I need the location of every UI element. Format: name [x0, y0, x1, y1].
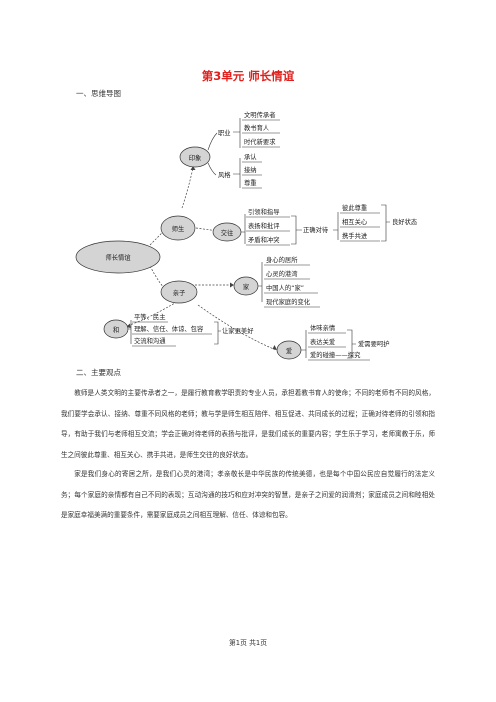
teacher-node-label: 师生: [172, 224, 185, 233]
interaction-item-2: 表扬和批评: [248, 221, 280, 230]
center-node-label: 师长情谊: [105, 253, 131, 262]
good-item-3: 携手共进: [342, 231, 368, 240]
mind-map: 师长情谊 师生 亲子 印象 职业 文明传承者 教书育人 时代新要求 风格 承认 …: [75, 110, 418, 361]
style-label: 风格: [218, 170, 231, 179]
good-state-label: 良好状态: [392, 217, 418, 226]
harmony-item-1: 平等、民主: [134, 312, 165, 321]
section-heading-views: 二、主要观点: [76, 368, 121, 377]
page-title: 第3单元 师长情谊: [201, 69, 295, 83]
style-item-2: 接纳: [244, 165, 257, 174]
harmony-item-2: 理解、信任、体谅、包容: [134, 324, 204, 333]
paragraph-teacher: 教师是人类文明的主要传承者之一，是履行教育教学职责的专业人员，承担着教书育人的使…: [61, 389, 435, 459]
love-item-1: 体味亲情: [310, 323, 336, 332]
parent-node: [160, 280, 198, 304]
love-node-label: 爱: [286, 347, 292, 355]
career-label: 职业: [218, 128, 231, 137]
harmony-item-3: 交流和沟通: [134, 336, 166, 345]
correct-treat-label: 正确对待: [303, 225, 329, 234]
good-item-2: 相互关心: [342, 217, 368, 226]
impression-node: [179, 146, 211, 168]
style-item-1: 承认: [244, 152, 257, 161]
love-item-2: 表达关爱: [310, 337, 335, 346]
paragraph-family: 家是我们身心的寄居之所，是我们心灵的港湾；孝亲敬长是中华民族的传统美德，也是每个…: [61, 470, 435, 520]
center-node: [75, 240, 161, 274]
interaction-item-1: 引领和指导: [248, 207, 279, 216]
style-item-3: 尊重: [244, 178, 257, 187]
love-item-3: 爱的碰撞——探究: [310, 350, 361, 359]
page-footer: 第1页 共1页: [229, 639, 267, 647]
interaction-node-label: 交往: [221, 228, 234, 237]
good-item-1: 彼此尊重: [342, 203, 367, 212]
interaction-item-3: 矛盾和冲突: [248, 235, 280, 244]
home-item-1: 身心的居所: [266, 255, 298, 264]
home-item-3: 中国人的“家”: [266, 283, 304, 292]
section-heading-mindmap: 一、思维导图: [76, 89, 121, 98]
home-item-2: 心灵的港湾: [266, 269, 298, 278]
impression-node-label: 印象: [189, 153, 202, 162]
teacher-node: [160, 215, 196, 241]
career-item-3: 时代新要求: [244, 137, 276, 146]
career-item-1: 文明传承者: [244, 110, 275, 119]
love-care-label: 爱需要呵护: [358, 339, 389, 348]
career-item-2: 教书育人: [244, 123, 270, 132]
harmony-node-label: 和: [113, 325, 119, 334]
parent-node-label: 亲子: [173, 288, 186, 297]
home-node-label: 家: [243, 282, 250, 291]
home-item-4: 现代家庭的变化: [266, 297, 311, 306]
better-home-label: 让家更美好: [222, 326, 254, 335]
